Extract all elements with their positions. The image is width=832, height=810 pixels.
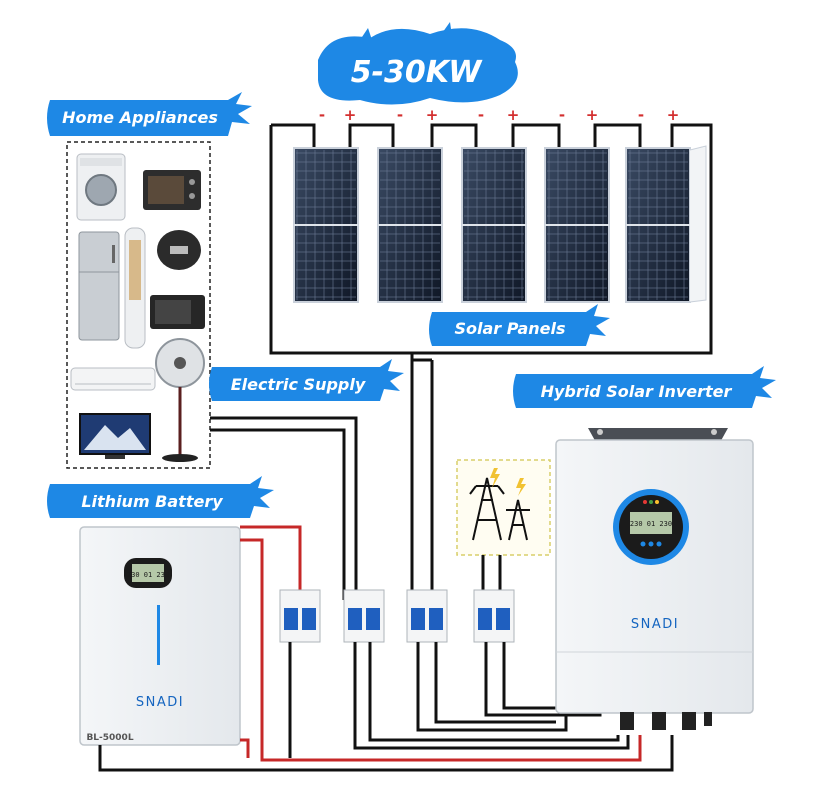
solar-panel (461, 147, 527, 303)
hybrid-inverter-tag: Hybrid Solar Inverter (513, 366, 776, 408)
electric-supply-tag: Electric Supply (209, 359, 404, 401)
hybrid-inverter-label: Hybrid Solar Inverter (541, 382, 733, 401)
solar-panel-array (293, 145, 707, 303)
television-icon (79, 413, 151, 459)
battery-display-readout: 230 01 230 (127, 571, 169, 579)
home-appliances-group (66, 141, 211, 469)
inverter-display-readout: 230 01 230 (630, 520, 672, 528)
lightning-icon (490, 468, 526, 496)
power-range-text: 5-30KW (351, 55, 484, 90)
home-appliances-label: Home Appliances (62, 108, 218, 127)
washing-machine-icon (76, 153, 126, 221)
panel-terminal-signs: - + - + - + - + - + (319, 106, 679, 124)
solar-panel (293, 147, 359, 303)
terminal-sign: - (478, 106, 484, 124)
terminal-sign: - (319, 106, 325, 124)
circuit-breaker (406, 589, 448, 643)
pv-string-wiring (269, 123, 713, 600)
refrigerator-icon (78, 231, 120, 341)
power-tower-icon (469, 477, 530, 541)
hybrid-inverter-unit: 230 01 230 SNADI (555, 428, 754, 730)
circuit-breaker (473, 589, 515, 643)
battery-model: BL-5000L (86, 733, 133, 743)
terminal-sign: + (667, 106, 680, 124)
load-wiring (210, 416, 358, 600)
microwave-icon (150, 295, 205, 329)
toaster-oven-icon (143, 170, 201, 210)
solar-panels-tag: Solar Panels (429, 304, 610, 346)
terminal-sign: - (638, 106, 644, 124)
solar-panel (377, 147, 443, 303)
terminal-sign: + (426, 106, 439, 124)
solar-panel (544, 147, 610, 303)
solar-panel (625, 145, 707, 303)
rice-cooker-icon (157, 230, 201, 270)
circuit-breaker (279, 589, 321, 643)
utility-grid-box (456, 459, 551, 600)
battery-wiring (98, 525, 674, 772)
inverter-wiring (288, 642, 630, 758)
power-range-banner: 5-30KW (318, 22, 518, 105)
battery-brand: SNADI (136, 695, 184, 710)
electric-supply-label: Electric Supply (231, 375, 366, 394)
terminal-sign: + (586, 106, 599, 124)
tower-air-conditioner-icon (124, 227, 146, 349)
inverter-connectors (620, 712, 712, 730)
home-appliances-tag: Home Appliances (47, 92, 252, 136)
terminal-sign: + (507, 106, 520, 124)
lithium-battery-unit: 230 01 230 SNADI BL-5000L (79, 526, 241, 746)
standing-fan-icon (155, 338, 205, 462)
lithium-battery-label: Lithium Battery (81, 492, 223, 511)
circuit-breaker-group (279, 589, 515, 643)
inverter-brand: SNADI (631, 617, 679, 632)
split-air-conditioner-icon (70, 367, 156, 391)
circuit-breaker (343, 589, 385, 643)
terminal-sign: - (559, 106, 565, 124)
terminal-sign: + (344, 106, 357, 124)
terminal-sign: - (397, 106, 403, 124)
lithium-battery-tag: Lithium Battery (47, 476, 274, 518)
solar-panels-label: Solar Panels (454, 319, 565, 338)
